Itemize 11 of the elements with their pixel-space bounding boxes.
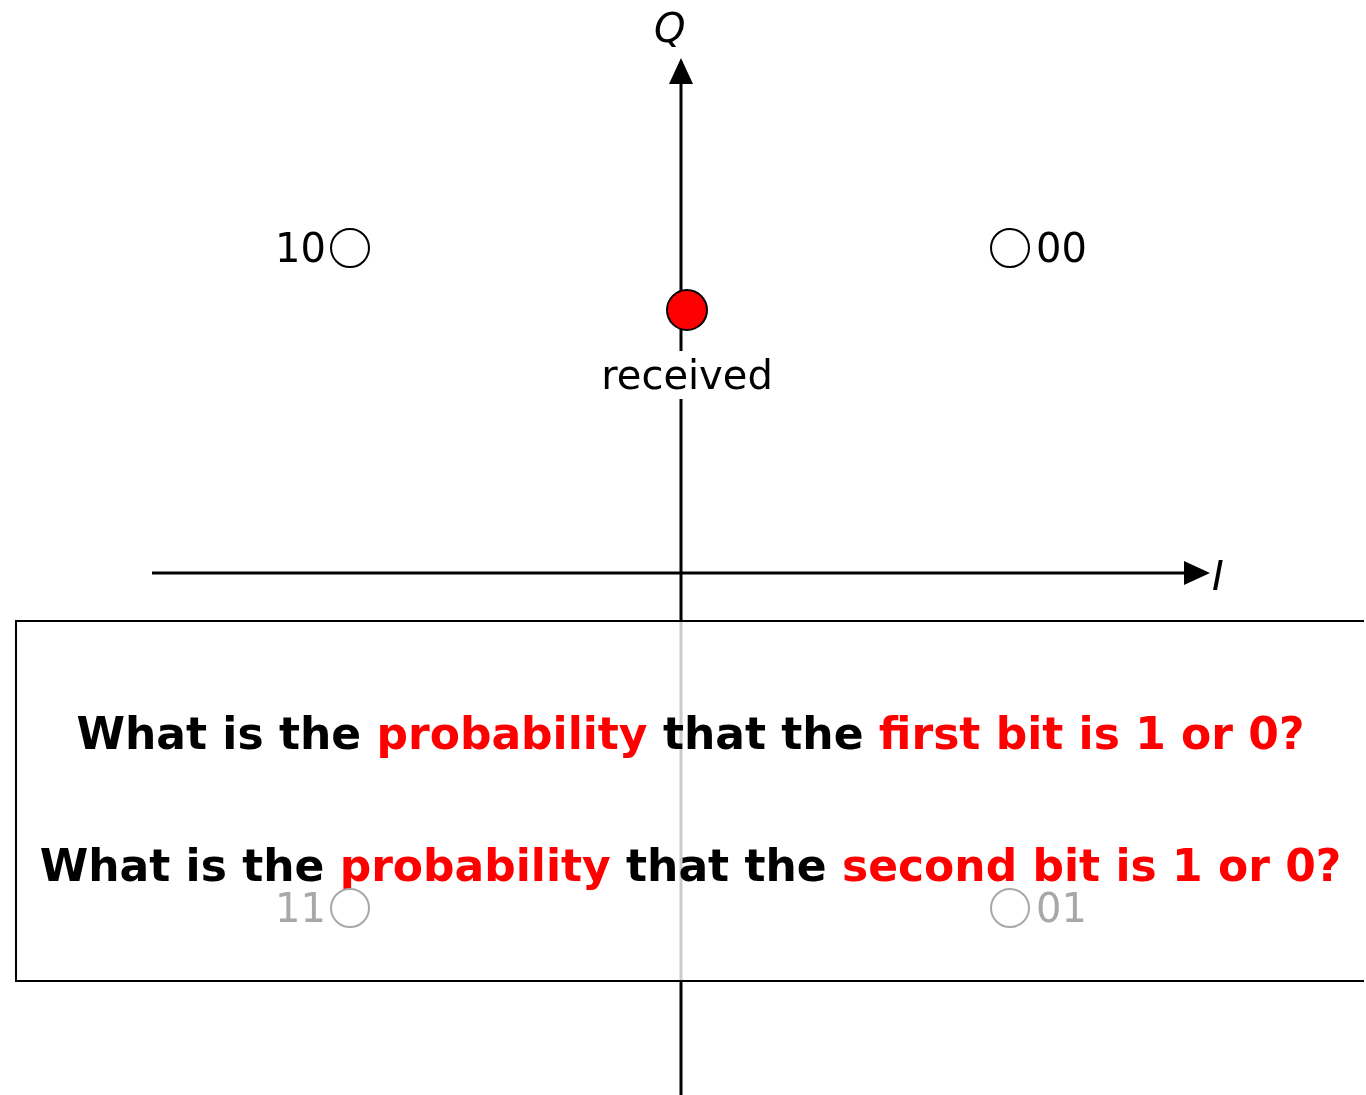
axis-label: Q	[654, 4, 686, 52]
constellation-point	[990, 228, 1030, 268]
constellation-point	[990, 888, 1030, 928]
question-panel	[15, 620, 1364, 982]
constellation-point	[330, 888, 370, 928]
question-text: What is the probability that the first bit is 1 or 0?	[76, 707, 1305, 761]
constellation-point	[330, 228, 370, 268]
point-label: 10	[275, 224, 326, 272]
axis-label: I	[1212, 552, 1224, 600]
point-label: 00	[1036, 224, 1087, 272]
received-point	[666, 289, 708, 331]
